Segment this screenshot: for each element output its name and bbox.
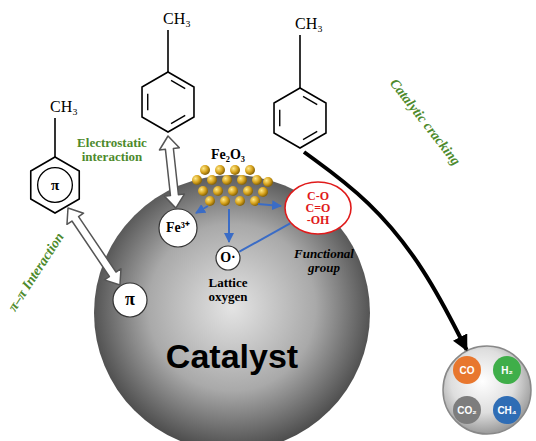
node-label: CO₂ xyxy=(457,405,476,416)
node-caption: Functional group xyxy=(294,247,354,276)
node-label: Catalyst xyxy=(166,338,298,375)
pi-site-circle: π xyxy=(112,282,148,318)
text-holder: Lattice oxygen xyxy=(209,276,248,305)
text-holder: π xyxy=(51,177,59,194)
toluene-molecule: CH₃ xyxy=(130,5,206,135)
text-holder: C-O C=O -OH xyxy=(306,190,331,227)
node-label: Fe³⁺ xyxy=(166,220,190,235)
text-holder: O· xyxy=(220,250,236,265)
text-holder: CO xyxy=(460,365,475,376)
compound-label: Fe₂O₃ xyxy=(211,147,245,162)
text-holder: Catalytic cracking xyxy=(386,76,463,169)
functional-group-ellipse: C-O C=O -OHFunctional group xyxy=(284,181,352,235)
toluene-molecule: CH₃ π xyxy=(20,95,90,220)
text-holder: π xyxy=(125,290,135,310)
node-label: O· xyxy=(220,250,236,265)
text-holder: H₂ xyxy=(501,365,513,376)
text-holder: CO₂ xyxy=(457,405,476,416)
node-label: π xyxy=(125,290,135,310)
ion-circle: Fe³⁺ xyxy=(158,208,198,248)
toluene-molecule: CH₃ xyxy=(262,8,342,150)
text-holder: Functional group xyxy=(294,247,354,276)
node-caption: Lattice oxygen xyxy=(209,276,248,305)
node-label: CH₄ xyxy=(497,405,516,416)
gas-ball: CH₄ xyxy=(492,395,522,425)
oxygen-circle: O·Lattice oxygen xyxy=(215,245,241,271)
product-gas-circle: CO H₂ CO₂ CH₄ xyxy=(442,345,532,435)
text-holder: CH₃ xyxy=(295,15,323,33)
edge-label: Catalytic cracking xyxy=(386,76,463,169)
text-holder: π–π Interaction xyxy=(5,230,67,314)
text-holder: Catalyst xyxy=(166,338,298,375)
gas-ball: H₂ xyxy=(492,355,522,385)
node-label: H₂ xyxy=(501,365,513,376)
node-label: CH₃ xyxy=(50,98,78,116)
node-label: CO xyxy=(460,365,475,376)
gas-ball: CO xyxy=(452,355,482,385)
node-label: C-O C=O -OH xyxy=(306,190,331,227)
text-holder: Fe³⁺ xyxy=(166,220,190,235)
product-gas-circle-outline xyxy=(442,345,532,435)
text-holder: Fe₂O₃ xyxy=(211,147,245,162)
gas-ball: CO₂ xyxy=(452,395,482,425)
catalyst-sphere: Fe³⁺O·Lattice oxygenC-O C=O -OHFunctiona… xyxy=(94,175,370,441)
edge-label: Electrostatic interaction xyxy=(77,136,147,165)
node-caption: π xyxy=(51,177,59,194)
edge-label: π–π Interaction xyxy=(5,230,67,314)
text-holder: CH₃ xyxy=(163,10,191,28)
text-holder: CH₄ xyxy=(497,405,516,416)
text-holder: CH₃ xyxy=(50,98,78,116)
node-label: CH₃ xyxy=(163,10,191,28)
node-label: CH₃ xyxy=(295,15,323,33)
text-holder: Electrostatic interaction xyxy=(77,136,147,165)
